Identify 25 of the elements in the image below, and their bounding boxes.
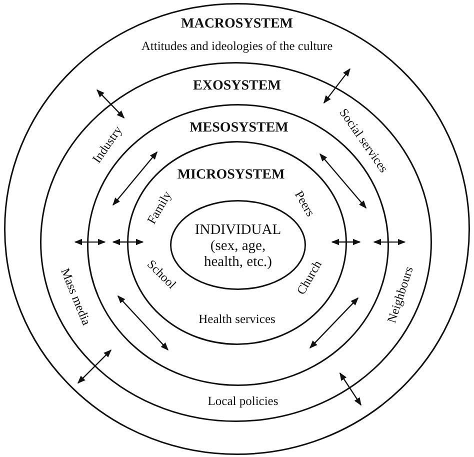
- sector-label: Health services: [198, 313, 276, 327]
- double-arrow: [331, 238, 361, 246]
- system-ellipse: [87, 104, 389, 386]
- node-label: INDIVIDUAL (sex, age, health, etc.): [194, 223, 282, 271]
- system-title: EXOSYSTEM: [193, 78, 281, 94]
- double-arrow: [112, 151, 158, 206]
- double-arrow: [373, 238, 406, 246]
- double-arrow: [77, 350, 112, 384]
- double-arrow: [112, 238, 144, 246]
- system-title: MESOSYSTEM: [190, 120, 288, 136]
- system-ellipse: [40, 62, 432, 422]
- double-arrow: [320, 153, 367, 209]
- double-arrow: [74, 238, 106, 246]
- system-ellipse: [127, 141, 347, 345]
- sector-label: Mass media: [57, 266, 93, 328]
- system-description: Attitudes and ideologies of the culture: [141, 40, 333, 54]
- system-title: MICROSYSTEM: [177, 167, 285, 183]
- system-ellipse: [4, 3, 470, 455]
- system-title: MACROSYSTEM: [181, 16, 293, 32]
- double-arrow: [339, 372, 362, 406]
- double-arrow: [309, 297, 359, 349]
- double-arrow: [117, 295, 168, 351]
- double-arrow: [323, 68, 350, 104]
- sector-label: Local policies: [208, 395, 278, 409]
- double-arrow: [96, 89, 125, 119]
